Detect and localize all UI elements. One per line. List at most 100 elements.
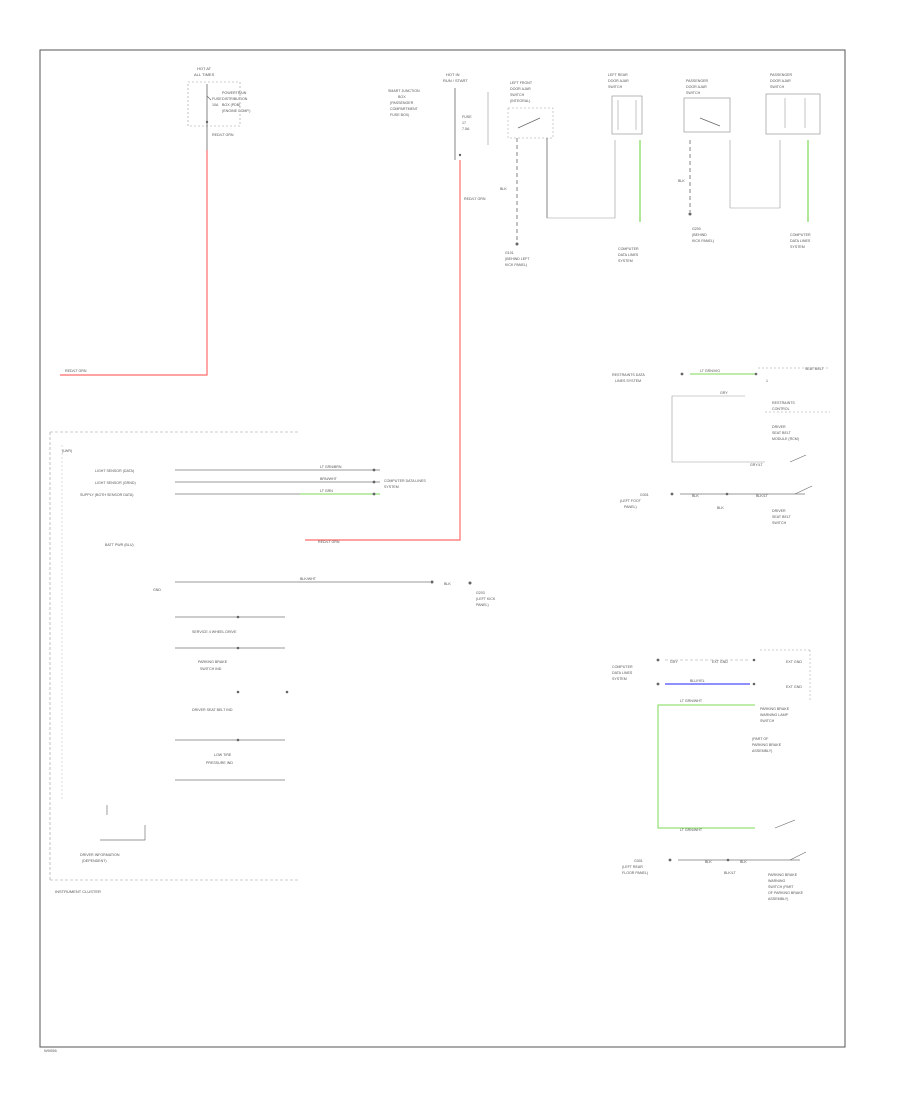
- diagram-label: GRY/LT: [750, 463, 763, 467]
- diagram-label: BLK/LT: [756, 494, 769, 498]
- diagram-label: HOT AT: [197, 66, 212, 71]
- diagram-label: PASSENGER: [770, 73, 793, 77]
- diagram-label: ASSEMBLY): [768, 897, 788, 901]
- diagram-label: HOT IN: [446, 72, 460, 77]
- diagram-label: PASSENGER: [686, 79, 709, 83]
- diagram-label: SYSTEM: [618, 259, 633, 263]
- diagram-label: (INTEGRAL): [510, 99, 530, 103]
- diagram-label: ALL TIMES: [194, 72, 215, 77]
- diagram-label: EXT GND: [786, 660, 802, 664]
- wire-red-left: [60, 150, 208, 376]
- diagram-label: (DEPENDENT): [82, 859, 107, 863]
- diagram-label: SMART JUNCTION: [388, 89, 420, 93]
- wire-pass-rr-link: [730, 140, 781, 209]
- diagram-label: SYSTEM: [384, 485, 399, 489]
- diagram-label: BLK: [740, 860, 747, 864]
- diagram-label: DOOR AJAR: [510, 87, 531, 91]
- diagram-label: BOX: [398, 95, 406, 99]
- diagram-label: (PASSENGER: [390, 101, 414, 105]
- diagram-label: LINES SYSTEM: [615, 379, 641, 383]
- diagram-label: BLK: [705, 860, 712, 864]
- footer-code: W0056: [44, 1048, 57, 1053]
- diagram-label: G200: [692, 227, 701, 231]
- diagram-label: BLU/YEL: [690, 679, 705, 683]
- wire-lf-lr-link: [547, 140, 616, 219]
- diagram-label: FLOOR PANEL): [622, 871, 648, 875]
- diagram-label: (LEFT KICK: [476, 597, 496, 601]
- diagram-label: DOOR AJAR: [686, 85, 707, 89]
- diagram-label: CONTROL: [772, 407, 790, 411]
- diagram-label: PARKING BRAKE: [198, 660, 228, 664]
- diagram-label: PANEL): [476, 603, 489, 607]
- diagram-label: 7.5A: [462, 127, 470, 131]
- diagram-label: WARNING: [768, 879, 785, 883]
- diagram-frame: [39, 49, 846, 1048]
- diagram-label: (BEHIND LEFT: [505, 257, 530, 261]
- diagram-label: SWITCH: [770, 85, 785, 89]
- diagram-label: SWITCH (PART: [768, 885, 794, 889]
- diagram-label: DISTRIBUTION: [222, 97, 248, 101]
- diagram-label: COMPUTER: [790, 233, 811, 237]
- diagram-label: LIGHT SENSOR (GRND): [95, 481, 136, 485]
- wire-red-center: [305, 160, 461, 541]
- diagram-label: EXT GND: [786, 685, 802, 689]
- diagram-label: BOX (PDB): [222, 103, 240, 107]
- diagram-label: BATT PWR (BLU): [105, 543, 134, 547]
- diagram-label: SWITCH IND: [200, 667, 222, 671]
- seat-belt-section: RESTRAINTS DATA LINES SYSTEM LT GRN/VIO …: [612, 367, 830, 525]
- diagram-label: DOOR AJAR: [770, 79, 791, 83]
- diagram-label: COMPUTER: [612, 665, 633, 669]
- diagram-label: LEFT FRONT: [510, 81, 533, 85]
- diagram-label: LIGHT SENSOR (DATA): [95, 469, 134, 473]
- diagram-label: OF PARKING BRAKE: [768, 891, 804, 895]
- diagram-label: BLK/WHT: [300, 577, 317, 581]
- diagram-label: RED/LT GRN: [464, 197, 486, 201]
- diagram-label: FUSE BOX): [390, 113, 409, 117]
- door-switch-lf: LEFT FRONT DOOR AJAR SWITCH (INTEGRAL) B…: [500, 81, 554, 267]
- diagram-label: BLK: [678, 179, 685, 183]
- diagram-label: PARKING BRAKE: [752, 743, 782, 747]
- instrument-cluster-block: (LWR) INSTRUMENT CLUSTER LIGHT SENSOR (D…: [49, 431, 496, 894]
- diagram-label: SEAT BELT: [772, 515, 792, 519]
- diagram-label: COMPUTER: [618, 247, 639, 251]
- diagram-label: (ENGINE COMP.): [222, 109, 251, 113]
- diagram-label: SWITCH: [772, 521, 787, 525]
- diagram-label: PARKING BRAKE: [760, 707, 790, 711]
- diagram-label: SWITCH: [510, 93, 525, 97]
- diagram-label: SEAT BELT: [772, 431, 792, 435]
- diagram-label: (LWR): [62, 449, 72, 453]
- diagram-label: (BEHIND: [692, 233, 707, 237]
- diagram-label: DRIVER: [772, 509, 786, 513]
- diagram-label: DATA LINES: [790, 239, 811, 243]
- diagram-label: SUPPLY (BOTH SENSOR DATA): [80, 493, 133, 497]
- diagram-label: RESTRAINTS: [772, 401, 795, 405]
- diagram-label: DATA LINES: [612, 671, 633, 675]
- diagram-label: INSTRUMENT CLUSTER: [55, 889, 101, 894]
- diagram-label: BLK: [692, 494, 699, 498]
- diagram-label: LT GRN/WHT: [680, 828, 703, 832]
- diagram-label: SWITCH: [760, 719, 775, 723]
- diagram-label: LT GRN/BRN: [320, 465, 342, 469]
- diagram-label: LT GRN: [320, 489, 333, 493]
- diagram-label: SEAT BELT: [805, 367, 825, 371]
- diagram-label: SERVICE 4 WHEEL DRIVE: [192, 630, 237, 634]
- diagram-label: G301: [634, 859, 643, 863]
- diagram-label: RED/LT GRN: [318, 540, 340, 544]
- diagram-label: BLK: [717, 506, 724, 510]
- diagram-label: FUSE: [212, 97, 222, 101]
- diagram-label: POWERTRAIN: [222, 91, 247, 95]
- diagram-label: DRIVER INFORMATION: [80, 853, 120, 857]
- diagram-label: G101: [505, 251, 514, 255]
- diagram-label: (LEFT FOOT: [620, 499, 642, 503]
- diagram-label: LT GRN/VIO: [700, 369, 720, 373]
- diagram-label: 10A: [212, 103, 219, 107]
- diagram-label: WARNING LAMP: [760, 713, 789, 717]
- diagram-label: 17: [462, 121, 466, 125]
- diagram-label: GRY: [720, 391, 728, 395]
- fuse-connector-left: HOT AT ALL TIMES POWERTRAIN DISTRIBUTION…: [187, 66, 251, 150]
- diagram-label: COMPARTMENT: [390, 107, 419, 111]
- diagram-label: RESTRAINTS DATA: [612, 373, 645, 377]
- diagram-label: BLK/LT: [724, 871, 737, 875]
- diagram-label: RED/LT GRN: [65, 369, 87, 373]
